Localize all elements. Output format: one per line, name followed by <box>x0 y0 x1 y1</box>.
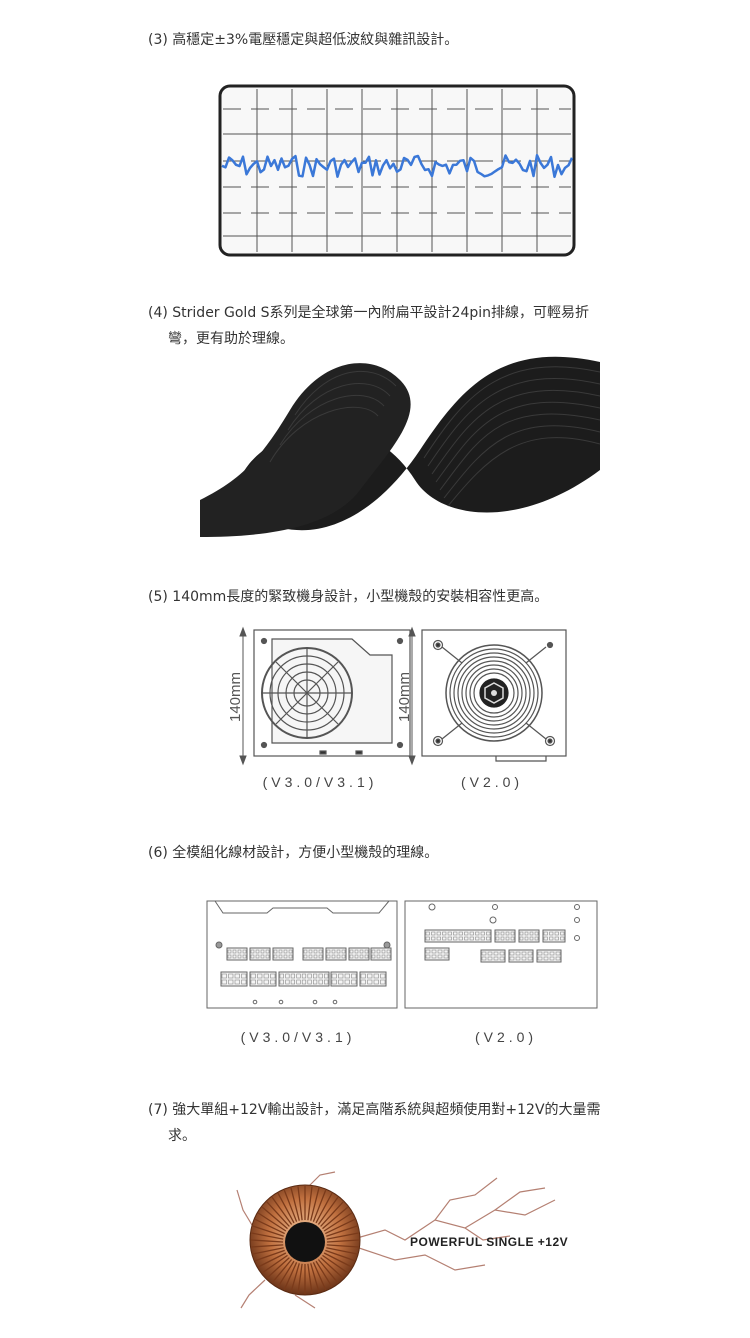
section-6-text: (6) 全模組化線材設計，方便小型機殼的理線。 <box>148 840 618 866</box>
connector-socket <box>370 947 392 961</box>
cable-strands <box>269 366 600 507</box>
connector-socket <box>536 949 562 963</box>
connector-socket <box>348 947 370 961</box>
connector-socket <box>480 949 506 963</box>
oscilloscope-figure <box>218 84 576 257</box>
modular-panel-v3 <box>206 900 398 1009</box>
toroid-label: POWERFUL SINGLE +12V <box>410 1235 568 1249</box>
psu-v2-drawing <box>421 629 567 762</box>
connector-socket <box>249 971 277 987</box>
flat-cable-loop <box>200 363 411 537</box>
toroid-figure: POWERFUL SINGLE +12V <box>236 1171 568 1309</box>
connector-socket <box>518 929 540 943</box>
dimension-label-right: 140mm <box>396 672 413 722</box>
section-4-text: (4) Strider Gold S系列是全球第一內附扁平設計24pin排線，可… <box>148 300 618 352</box>
copper-toroid <box>249 1184 361 1296</box>
flat-cable-figure <box>200 356 600 537</box>
connector-socket <box>424 929 492 943</box>
connector-socket <box>278 971 330 987</box>
dimension-arrow-left <box>239 626 247 766</box>
connector-socket <box>220 971 248 987</box>
psu-size-figure: 140mm 140mm <box>227 626 567 766</box>
connector-socket <box>272 947 294 961</box>
section-7-text: (7) 強大單組+12V輸出設計，滿足高階系統與超頻使用對+12V的大量需 求。 <box>148 1097 618 1149</box>
section-7-line-2: 求。 <box>168 1128 196 1144</box>
connector-socket <box>330 971 358 987</box>
caption-modular-v3: (V3.0/V3.1) <box>240 1029 356 1045</box>
dimension-label-left: 140mm <box>227 672 244 722</box>
section-6-line-1: (6) 全模組化線材設計，方便小型機殼的理線。 <box>148 845 439 861</box>
section-3-line-1: (3) 高穩定±3%電壓穩定與超低波紋與雜訊設計。 <box>148 32 459 48</box>
psu-v3-drawing <box>253 629 411 757</box>
connector-socket <box>302 947 324 961</box>
caption-psu-v2: (V2.0) <box>460 774 524 790</box>
section-4-line-2: 彎，更有助於理線。 <box>168 331 294 347</box>
section-5-line-1: (5) 140mm長度的緊致機身設計，小型機殼的安裝相容性更高。 <box>148 589 549 605</box>
connector-socket <box>249 947 271 961</box>
connector-socket <box>325 947 347 961</box>
modular-panel-v2 <box>404 900 598 1009</box>
connector-socket <box>424 947 450 961</box>
section-3-text: (3) 高穩定±3%電壓穩定與超低波紋與雜訊設計。 <box>148 27 618 53</box>
dimension-arrow-right <box>408 626 416 766</box>
v2-connectors <box>424 929 566 963</box>
ripple-waveform <box>221 153 574 179</box>
connector-socket <box>226 947 248 961</box>
section-5-text: (5) 140mm長度的緊致機身設計，小型機殼的安裝相容性更高。 <box>148 584 618 610</box>
connector-socket <box>359 971 387 987</box>
caption-modular-v2: (V2.0) <box>474 1029 538 1045</box>
section-7-line-1: (7) 強大單組+12V輸出設計，滿足高階系統與超頻使用對+12V的大量需 <box>148 1102 601 1118</box>
oscilloscope-grid <box>223 89 571 252</box>
connector-socket <box>542 929 566 943</box>
caption-psu-v3: (V3.0/V3.1) <box>262 774 378 790</box>
connector-socket <box>508 949 534 963</box>
v3-connectors <box>220 947 392 987</box>
connector-socket <box>494 929 516 943</box>
section-4-line-1: (4) Strider Gold S系列是全球第一內附扁平設計24pin排線，可… <box>148 305 589 321</box>
modular-panel-figure <box>206 900 598 1009</box>
